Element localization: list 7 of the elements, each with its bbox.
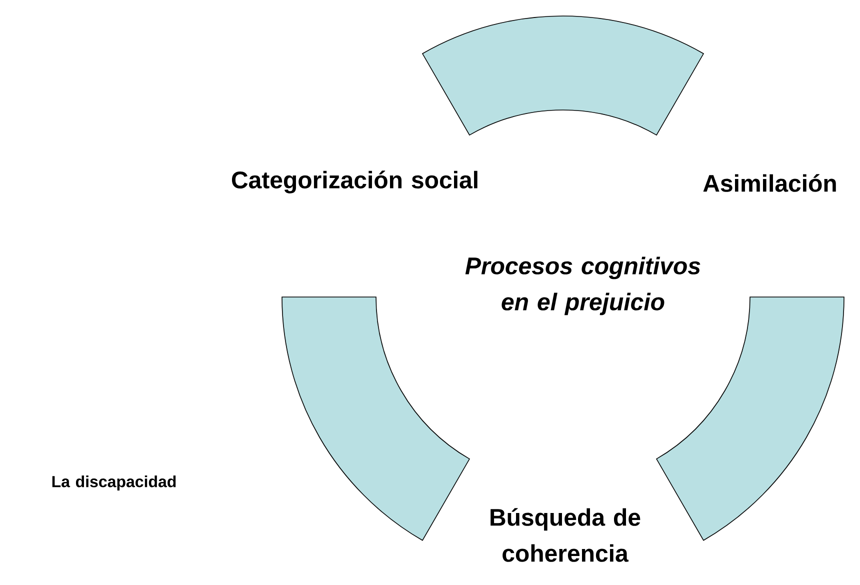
arc-segment [422, 16, 704, 136]
arc-segment [282, 296, 470, 541]
label: Asimilación [703, 174, 836, 192]
label: Búsqueda de coherencia [490, 508, 640, 562]
label: Procesos cognitivos en el prejuicio [465, 256, 700, 316]
label: Categorización social [232, 170, 478, 194]
label: La discapacidad [52, 476, 176, 490]
